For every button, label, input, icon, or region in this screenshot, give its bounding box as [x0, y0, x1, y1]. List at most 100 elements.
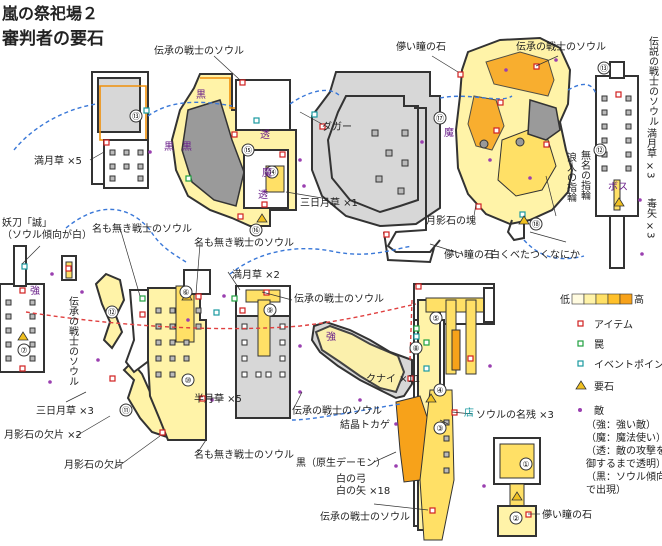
label-strong-2: 強 — [326, 330, 336, 343]
label-hero-soul-mid: 伝承の戦士のソウル — [294, 292, 384, 305]
legend-enemy-note-2: （魔：魔法使い） — [586, 431, 662, 444]
label-crescent-1: 三日月草 ×1 — [300, 197, 358, 209]
map-labels: 伝承の戦士のソウル 黒 黒 黒 透 魔 透 満月草 ×5 ダガー 三日月草 ×1… — [2, 36, 659, 523]
legend-keystone: 要石 — [594, 381, 614, 393]
svg-text:⑮: ⑮ — [244, 146, 252, 155]
circled-numbers: ⑬ ⑮ ⑭ ⑯ ⑰ ⑱ ⑬ ⑫ ⑦ ⑫ ⑪ ⑥ ⑩ ⑨ ⑤ ⑧ ④ ③ ① ② — [17, 61, 611, 525]
label-white-bow: 白の弓 — [336, 472, 366, 485]
svg-text:⑰: ⑰ — [436, 114, 444, 123]
legend-item: アイテム — [594, 319, 633, 331]
label-hero-soul-mid2: 伝承の戦士のソウル — [292, 404, 382, 417]
legend-keystone-icon — [575, 380, 587, 390]
svg-text:④: ④ — [436, 386, 443, 395]
label-half-moon-5: 半月草 ×5 — [194, 392, 242, 405]
marker-12: ⑫ — [593, 143, 607, 157]
svg-text:⑪: ⑪ — [122, 406, 130, 415]
label-wanderer-ring-v: 浪人の指輪 — [565, 151, 577, 203]
label-black-1: 黒 — [196, 89, 206, 101]
label-nameless-2: 名も無き戦士のソウル — [194, 236, 294, 249]
event-markers — [21, 107, 526, 372]
marker-3: ③ — [433, 421, 447, 435]
marker-17: ⑰ — [433, 111, 447, 125]
legend-low: 低 — [560, 293, 570, 306]
room-winding-paths — [94, 269, 211, 441]
label-strong: 強 — [30, 284, 40, 297]
label-soul-remnant: ソウルの名残 ×3 — [476, 408, 554, 421]
svg-text:⑬: ⑬ — [600, 64, 608, 73]
page-title: 嵐の祭祀場２ — [2, 4, 98, 23]
label-full-moon-5: 満月草 ×5 — [34, 155, 82, 167]
label-nameless-3: 名も無き戦士のソウル — [194, 448, 294, 461]
svg-text:⑨: ⑨ — [266, 306, 273, 315]
marker-6: ⑥ — [179, 285, 193, 299]
label-hero-soul-top2: 伝承の戦士のソウル — [516, 40, 606, 53]
room-temple — [235, 285, 291, 419]
marker-12b: ⑫ — [105, 305, 119, 319]
marker-11: ⑪ — [119, 403, 133, 417]
legend-event: イベントポイント — [594, 359, 662, 371]
label-blade: 妖刀「誠」 — [2, 216, 52, 229]
label-black-3: 黒 — [182, 141, 192, 153]
marker-18: ⑱ — [529, 217, 543, 231]
legend-high: 高 — [634, 293, 644, 306]
label-boss: ボス — [608, 181, 628, 193]
legend-enemy-note-5: （黒：ソウル傾向黒 — [586, 470, 662, 483]
marker-5: ⑤ — [429, 311, 443, 325]
label-moonlight-shard: 月影石の欠片 — [64, 458, 124, 471]
legend-enemy-note-3: （透：敵の攻撃を防 — [586, 444, 662, 457]
marker-16: ⑯ — [249, 223, 263, 237]
label-full-moon-2: 満月草 ×2 — [232, 269, 280, 281]
label-hero-soul-left-v: 伝承の戦士のソウル — [67, 296, 79, 386]
page-subtitle: 審判者の要石 — [1, 28, 104, 49]
label-transparent-2: 透 — [258, 189, 268, 201]
marker-7: ⑦ — [17, 343, 31, 357]
legend-event-icon — [577, 360, 584, 367]
legend-enemy: 敵 — [594, 404, 604, 417]
svg-text:⑱: ⑱ — [532, 220, 540, 229]
marker-10: ⑩ — [181, 373, 195, 387]
label-blade-note: （ソウル傾向が白） — [2, 228, 92, 241]
label-white-sticky: 白くべたつくなにか — [490, 248, 580, 261]
marker-1: ① — [519, 457, 533, 471]
legend-swatch-5 — [619, 293, 633, 305]
room-spiral — [170, 73, 297, 227]
legend: 低 高 アイテム 罠 イベントポイント 要石 敵 （強：強い敵） （魔：魔法使い… — [560, 293, 662, 496]
label-moonlight-shard-2: 月影石の欠片 ×2 — [4, 428, 82, 441]
label-hero-soul-bottom: 伝承の戦士のソウル — [320, 510, 410, 523]
leader-lines — [21, 55, 567, 515]
room-main-building — [310, 283, 541, 541]
label-full-moon-v: 満月草 ×3 — [645, 128, 657, 179]
legend-swatch-1 — [571, 293, 585, 305]
label-ephemeral-bottom: 儚い瞳の石 — [542, 508, 592, 521]
label-hollow-arrows: 白の矢 ×18 — [336, 484, 390, 497]
svg-text:②: ② — [512, 514, 519, 523]
label-black-2: 黒 — [164, 141, 174, 153]
enemy-markers — [48, 58, 644, 488]
legend-enemy-icon — [578, 408, 582, 412]
label-demon-2: 魔 — [444, 126, 454, 139]
room-top-left — [91, 71, 149, 189]
label-black-demon: 黒（原生デーモン） — [296, 456, 386, 469]
legend-swatch-3 — [595, 293, 609, 305]
marker-4: ④ — [433, 383, 447, 397]
legend-swatch-2 — [583, 293, 597, 305]
marker-9: ⑨ — [263, 303, 277, 317]
legend-trap: 罠 — [594, 339, 604, 351]
label-crystal-lizard: 結晶トカゲ — [340, 418, 390, 431]
svg-text:⑫: ⑫ — [108, 308, 116, 317]
svg-text:⑫: ⑫ — [596, 146, 604, 155]
label-poison-arrows-v: 毒矢 ×3 — [645, 197, 657, 239]
trap-markers — [139, 175, 430, 346]
svg-text:⑤: ⑤ — [432, 314, 439, 323]
label-hero-soul-right-v: 伝説の戦士のソウル — [647, 36, 659, 126]
room-grey-corridor — [311, 71, 441, 264]
svg-text:⑬: ⑬ — [132, 112, 140, 121]
marker-13-left: ⑬ — [129, 109, 143, 123]
label-shop: 店 — [464, 406, 474, 419]
marker-15: ⑮ — [241, 143, 255, 157]
marker-13-right: ⑬ — [597, 61, 611, 75]
legend-swatch-4 — [607, 293, 621, 305]
legend-trap-icon — [577, 340, 584, 347]
svg-text:⑩: ⑩ — [184, 376, 191, 385]
legend-enemy-note-1: （強：強い敵） — [586, 418, 656, 431]
